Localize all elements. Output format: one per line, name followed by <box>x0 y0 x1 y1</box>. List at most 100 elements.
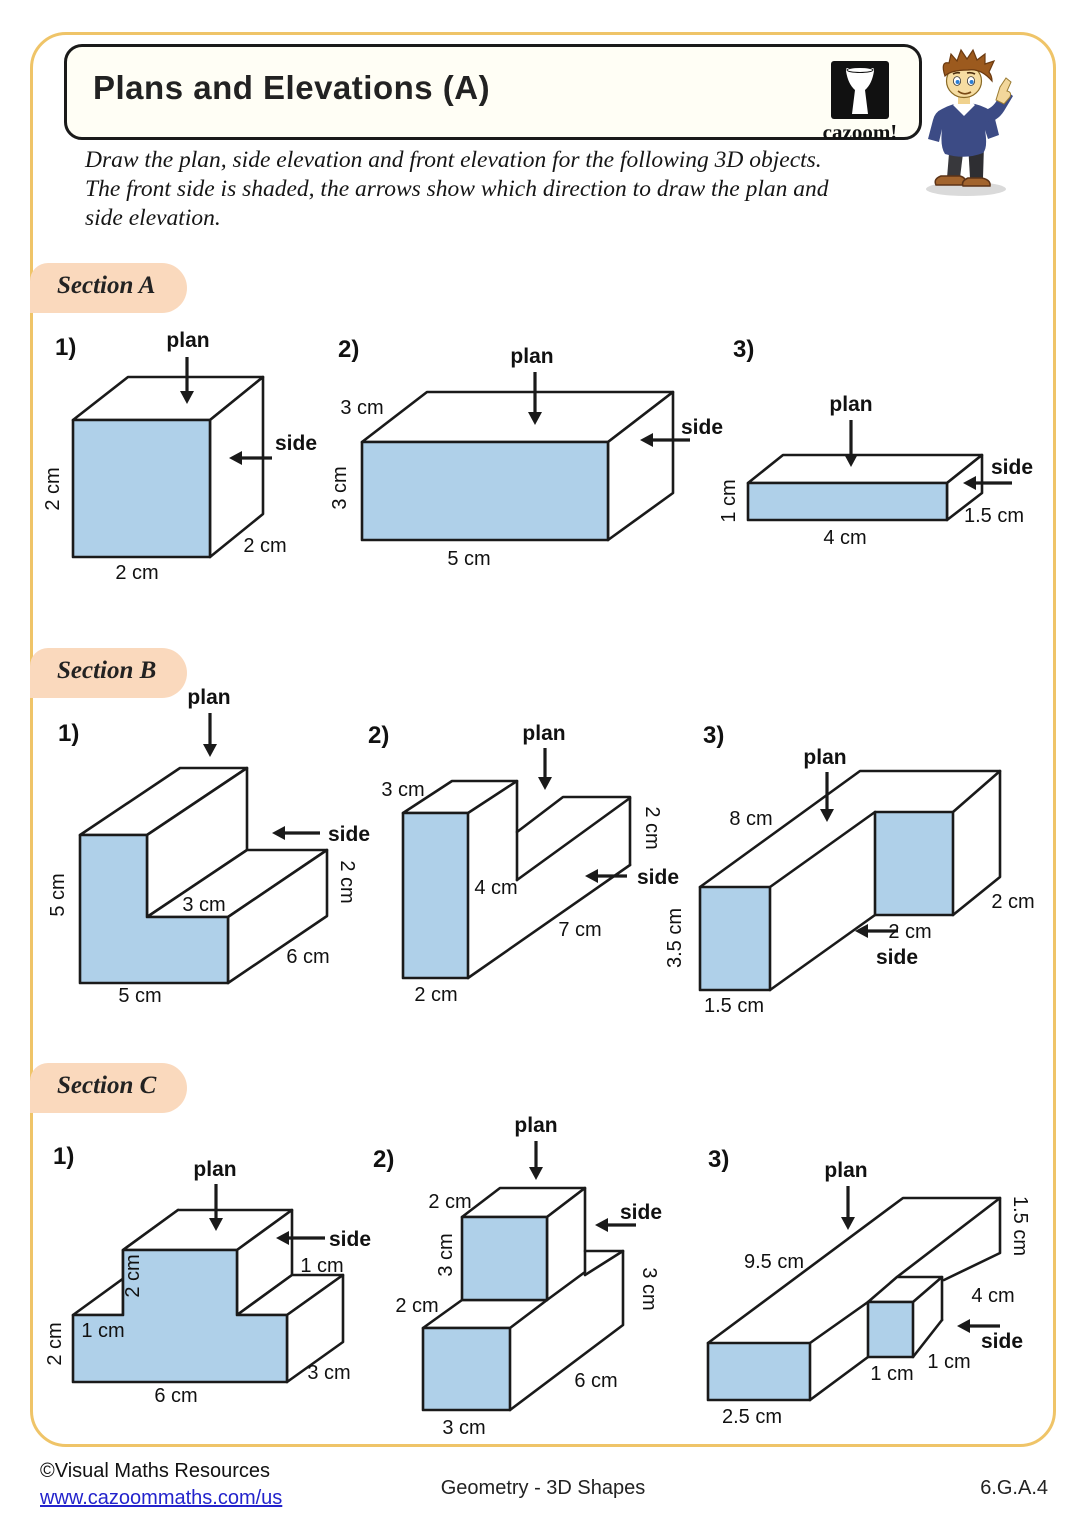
problem-number-a1: 1) <box>55 334 77 361</box>
page-title: Plans and Elevations (A) <box>93 69 491 106</box>
side-label: side <box>876 946 918 969</box>
dim-label: 2 cm <box>414 984 457 1006</box>
plan-arrow-icon: plan <box>514 1114 558 1180</box>
dim-label: 2 cm <box>395 1295 438 1317</box>
diagram-b2: plan side 3 cm 4 cm 2 cm 7 cm 2 cm <box>381 722 679 1006</box>
dim-label: 7 cm <box>558 919 601 941</box>
dim-label: 2 cm <box>115 562 158 584</box>
side-arrow-icon: side <box>595 1201 662 1232</box>
section-c-title: Section C <box>57 1072 157 1099</box>
problem-number-b1: 1) <box>58 720 80 747</box>
dim-label: 9.5 cm <box>744 1251 804 1273</box>
side-arrow-icon: side <box>276 1228 371 1251</box>
plan-arrow-icon: plan <box>824 1159 868 1230</box>
dim-label: 1 cm <box>81 1320 124 1342</box>
dim-label: 2 cm <box>44 1322 66 1365</box>
dim-label: 2.5 cm <box>722 1406 782 1428</box>
dim-label: 2 cm <box>641 806 663 849</box>
plan-label: plan <box>193 1158 236 1181</box>
problem-number-c2: 2) <box>373 1146 395 1173</box>
dim-label: 2 cm <box>243 535 286 557</box>
dim-label: 1.5 cm <box>1009 1196 1031 1256</box>
dim-label: 8 cm <box>729 808 772 830</box>
side-arrow-icon: side <box>963 456 1033 490</box>
standard-code: 6.G.A.4 <box>980 1477 1048 1499</box>
diagram-a1: plan side 2 cm 2 cm 2 cm <box>42 329 317 584</box>
side-label: side <box>329 1228 371 1251</box>
diagram-a2: plan side 3 cm 3 cm 5 cm <box>329 345 723 570</box>
section-c-badge: Section C <box>30 1063 187 1113</box>
plan-label: plan <box>803 746 846 769</box>
dim-label: 2 cm <box>888 921 931 943</box>
cazoom-logo-icon: cazoom! <box>823 61 897 143</box>
dim-label: 4 cm <box>823 527 866 549</box>
plan-arrow-icon: plan <box>829 393 873 467</box>
section-b-title: Section B <box>57 657 157 684</box>
side-label: side <box>328 823 370 846</box>
side-arrow-icon: side <box>585 866 679 889</box>
header-box: Plans and Elevations (A) cazoom! <box>64 44 922 143</box>
plan-arrow-icon: plan <box>522 722 566 790</box>
plan-label: plan <box>514 1114 557 1137</box>
dim-label: 6 cm <box>286 946 329 968</box>
dim-label: 5 cm <box>447 548 490 570</box>
instruction-line: The front side is shaded, the arrows sho… <box>85 176 829 202</box>
dim-label: 1 cm <box>718 479 740 522</box>
problem-number-b2: 2) <box>368 722 390 749</box>
diagram-c1: plan side 1 cm 2 cm 1 cm 2 cm 6 cm 3 cm <box>44 1158 371 1407</box>
plan-label: plan <box>510 345 553 368</box>
side-label: side <box>681 416 723 439</box>
copyright-text: ©Visual Maths Resources <box>40 1460 271 1482</box>
plan-arrow-icon: plan <box>803 746 847 822</box>
side-arrow-icon: side <box>640 416 723 447</box>
problem-number-c3: 3) <box>708 1146 730 1173</box>
section-a-badge: Section A <box>30 263 187 313</box>
instruction-line: Draw the plan, side elevation and front … <box>85 147 822 173</box>
dim-label: 4 cm <box>971 1285 1014 1307</box>
side-arrow-icon: side <box>272 823 370 846</box>
dim-label: 1 cm <box>927 1351 970 1373</box>
section-b-badge: Section B <box>30 648 187 698</box>
problem-number-c1: 1) <box>53 1143 75 1170</box>
plan-label: plan <box>187 686 230 709</box>
dim-label: 5 cm <box>118 985 161 1007</box>
dim-label: 3 cm <box>182 894 225 916</box>
side-label: side <box>275 432 317 455</box>
dim-label: 2 cm <box>42 467 64 510</box>
dim-label: 6 cm <box>154 1385 197 1407</box>
side-arrow-icon: side <box>855 924 918 969</box>
instructions: Draw the plan, side elevation and front … <box>85 146 865 233</box>
diagram-c3: plan side 9.5 cm 1.5 cm 4 cm 1 cm 1 cm 2… <box>706 1159 1031 1428</box>
diagram-b1: plan side 5 cm 3 cm 5 cm 6 cm 2 cm <box>47 686 370 1007</box>
dim-label: 3 cm <box>329 466 351 509</box>
plan-arrow-icon: plan <box>510 345 554 425</box>
plan-arrow-icon: plan <box>187 686 231 757</box>
side-label: side <box>637 866 679 889</box>
dim-label: 3 cm <box>381 779 424 801</box>
problem-number-a3: 3) <box>733 336 755 363</box>
dim-label: 5 cm <box>47 873 69 916</box>
diagram-c2: plan side 2 cm 3 cm 2 cm 3 cm 6 cm 3 cm <box>395 1114 662 1439</box>
dim-label: 1.5 cm <box>964 505 1024 527</box>
diagram-a3: plan side 1 cm 4 cm 1.5 cm <box>718 393 1033 549</box>
website-link[interactable]: www.cazoommaths.com/us <box>40 1487 283 1509</box>
plan-label: plan <box>166 329 209 352</box>
section-a-title: Section A <box>57 272 156 299</box>
character-illustration <box>926 48 1013 196</box>
side-label: side <box>991 456 1033 479</box>
plan-label: plan <box>824 1159 867 1182</box>
dim-label: 3.5 cm <box>664 908 686 968</box>
footer-topic: Geometry - 3D Shapes <box>440 1477 646 1499</box>
dim-label: 3 cm <box>638 1267 660 1310</box>
dim-label: 2 cm <box>122 1254 144 1297</box>
page-border <box>30 32 1056 1447</box>
dim-label: 2 cm <box>428 1191 471 1213</box>
dim-label: 2 cm <box>336 860 358 903</box>
side-label: side <box>981 1330 1023 1353</box>
side-arrow-icon: side <box>229 432 317 465</box>
dim-label: 3 cm <box>340 397 383 419</box>
dim-label: 1 cm <box>300 1255 343 1277</box>
instruction-line: side elevation. <box>85 205 221 231</box>
dim-label: 1.5 cm <box>704 995 764 1017</box>
